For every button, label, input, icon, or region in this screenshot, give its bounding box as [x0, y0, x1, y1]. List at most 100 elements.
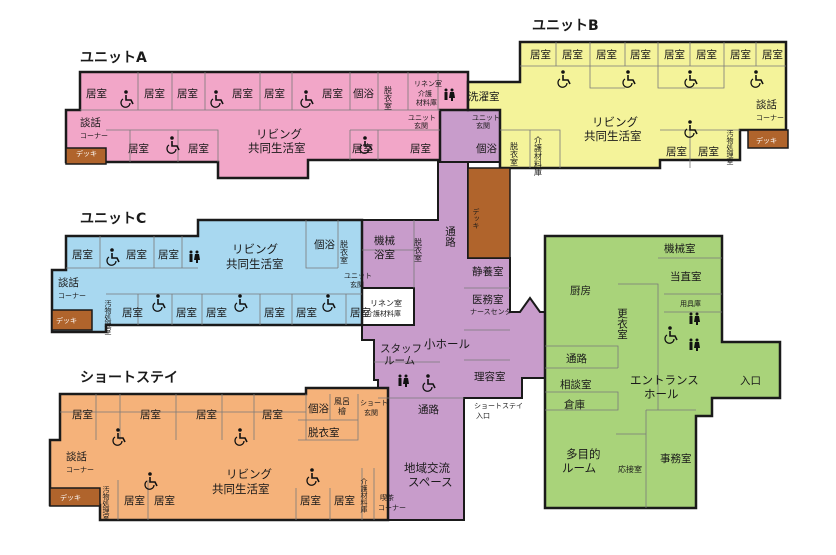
wheelchair-icon — [664, 326, 678, 344]
ss-hinoki-1: 風呂 — [334, 397, 350, 406]
reception-room: 応接室 — [618, 464, 642, 474]
entrance-hall-2: ホール — [644, 387, 679, 401]
wheelchair-icon — [144, 472, 158, 490]
unit-a-room-8: 居室 — [188, 142, 209, 155]
duty-room: 当直室 — [670, 270, 702, 283]
wheelchair-icon — [234, 428, 248, 446]
kissa-1: 喫茶 — [380, 493, 394, 502]
wheelchair-icon — [750, 70, 764, 88]
ss-room-5: 居室 — [124, 494, 145, 507]
wheelchair-icon — [152, 294, 166, 312]
wheelchair-icon — [112, 428, 126, 446]
ss-room-4: 居室 — [262, 408, 283, 421]
unit-a-room-2: 居室 — [144, 87, 165, 100]
multipurpose-1: 多目的 — [566, 447, 601, 461]
unit-a-deck-label: デッキ — [76, 149, 97, 158]
unit-b-room-7: 居室 — [730, 48, 751, 61]
restroom-icon — [689, 312, 700, 325]
unit-b-room-6: 居室 — [696, 48, 717, 61]
linen-c-2: 介護材料庫 — [366, 309, 401, 318]
ss-living-1: リビング — [226, 467, 272, 481]
deck-unit-b — [747, 129, 789, 149]
short-stay-area — [48, 386, 390, 522]
unit-c-bath: 個浴 — [314, 238, 335, 251]
kissa-2: コーナー — [378, 504, 406, 512]
unit-a-room-7: 居室 — [128, 142, 149, 155]
unit-b-kaigo: 介護材料庫 — [534, 136, 543, 177]
unit-a-labels: 居室 居室 居室 居室 居室 居室 個浴 脱衣室 リネン室 介護 材料庫 洗濯室… — [76, 79, 500, 158]
ss-osen: 汚物処理室 — [102, 486, 110, 521]
restroom-icon — [689, 338, 700, 351]
corridor-vertical: 通路 — [444, 226, 456, 248]
unit-b-living-1: リビング — [592, 115, 638, 129]
unit-b-room-9: 居室 — [666, 145, 687, 158]
unit-b-danwa-1: 談話 — [756, 98, 777, 111]
ss-deck-label: デッキ — [60, 493, 81, 502]
imu-room-1: 医務室 — [472, 293, 504, 306]
ss-danwa-1: 談話 — [66, 450, 87, 463]
wheelchair-icon — [300, 90, 314, 108]
unit-c-living-1: リビング — [232, 242, 278, 256]
unit-c-area — [50, 218, 364, 334]
unit-b-deck-label: デッキ — [756, 136, 777, 145]
unit-b-room-10: 居室 — [698, 145, 719, 158]
ss-room-3: 居室 — [196, 408, 217, 421]
unit-a-bath: 個浴 — [353, 87, 374, 100]
tool-storage: 用具庫 — [680, 299, 701, 308]
deck-short-stay — [49, 487, 101, 507]
short-stay-labels: 居室 居室 居室 居室 個浴 風呂 檜 ショート 玄関 脱衣室 談話 コーナー … — [60, 397, 388, 521]
deck-corridor-label: デッキ — [472, 207, 480, 229]
ss-room-2: 居室 — [140, 408, 161, 421]
admin-corridor: 通路 — [566, 352, 587, 365]
unit-b-room-3: 居室 — [596, 48, 617, 61]
unit-c-living-2: 共同生活室 — [226, 257, 284, 271]
unit-c-danwa-2: コーナー — [58, 292, 86, 300]
common-datsui: 脱衣室 — [414, 237, 423, 262]
short-stay-title: ショートステイ — [80, 370, 178, 386]
unit-b-room-8: 居室 — [762, 48, 783, 61]
wheelchair-icon — [120, 90, 134, 108]
unit-c-title: ユニットC — [80, 211, 146, 227]
machine-room: 機械室 — [664, 242, 696, 255]
unit-c-room-3: 居室 — [158, 248, 179, 261]
wheelchair-icon — [306, 468, 320, 486]
unit-a-genkan-1: ユニット — [408, 114, 436, 122]
kitchen: 厨房 — [570, 284, 591, 297]
unit-b-genkan-2: 玄関 — [476, 121, 490, 130]
unit-c-labels: 居室 居室 居室 リビング 共同生活室 個浴 脱衣室 ユニット 玄関 談話 コー… — [56, 238, 372, 335]
wheelchair-icon — [684, 120, 698, 138]
ss-room-6: 居室 — [154, 494, 175, 507]
office: 事務室 — [660, 452, 692, 465]
unit-c-genkan-1: ユニット — [344, 272, 372, 280]
unit-c-room-4: 居室 — [122, 306, 143, 319]
unit-b-room-1: 居室 — [530, 48, 551, 61]
staff-room-2: ルーム — [384, 355, 415, 367]
ss-datsui: 脱衣室 — [308, 426, 340, 439]
unit-b-labels: 居室 居室 居室 居室 居室 居室 居室 居室 ユニット 玄関 個浴 脱衣室 介… — [472, 48, 784, 177]
wheelchair-icon — [234, 294, 248, 312]
wheelchair-icon — [684, 70, 698, 88]
main-entrance: 入口 — [740, 375, 761, 387]
ss-room-1: 居室 — [72, 408, 93, 421]
unit-a-danwa-2: コーナー — [80, 132, 108, 140]
restroom-icons — [189, 88, 700, 387]
ss-room-8: 居室 — [334, 494, 355, 507]
consultation-room: 相談室 — [560, 378, 592, 391]
unit-a-linen-3: 材料庫 — [416, 98, 437, 107]
unit-c-room-9: 居室 — [350, 306, 371, 319]
imu-room-2: ナースセンター — [470, 307, 519, 316]
restroom-icon — [398, 374, 409, 387]
unit-a-room-3: 居室 — [177, 87, 198, 100]
unit-a-genkan-2: 玄関 — [414, 121, 428, 130]
locker-room: 更衣室 — [616, 308, 628, 340]
wheelchair-icon — [106, 248, 120, 266]
unit-c-room-8: 居室 — [296, 306, 317, 319]
unit-a-room-10: 居室 — [410, 142, 431, 155]
unit-c-danwa-1: 談話 — [58, 276, 79, 289]
unit-a-title: ユニットA — [80, 50, 147, 66]
unit-c-genkan-2: 玄関 — [350, 280, 364, 289]
unit-a-room-1: 居室 — [86, 87, 107, 100]
unit-c-room-7: 居室 — [264, 306, 285, 319]
